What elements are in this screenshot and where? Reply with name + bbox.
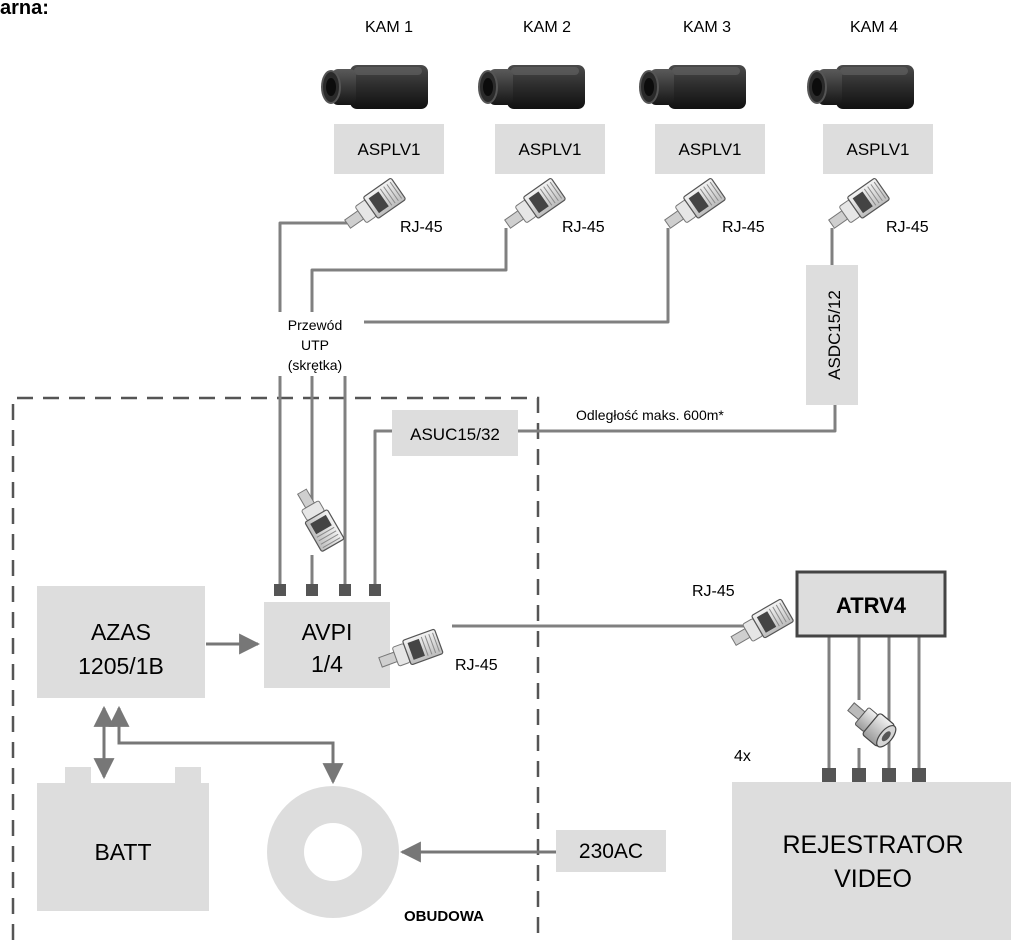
camera-group-2: KAM 2 ASPLV1 RJ-45 [478,19,605,236]
rj45-label-1: RJ-45 [400,219,443,236]
power-arrows [93,633,556,863]
recorder-line2: VIDEO [834,865,912,893]
asplv1-box-4 [823,124,933,174]
avpi-box [264,602,390,688]
cable-label-bg [268,312,364,376]
kam2-label: KAM 2 [523,19,571,36]
cable-asuc-avpi [373,429,392,588]
cable-kam4-long [518,405,837,433]
avpi-ports [274,584,381,596]
rj45-plug-4-icon [823,177,891,236]
batt-label: BATT [94,839,151,865]
asuc-box [392,410,518,456]
power-box [556,830,666,872]
avpi-line2: 1/4 [311,651,343,677]
asplv1-label-1: ASPLV1 [357,140,420,159]
camera-group-1: KAM 1 ASPLV1 RJ-45 [321,19,444,236]
wiring [278,221,921,772]
asplv1-label-3: ASPLV1 [678,140,741,159]
camera-4-icon [807,64,915,110]
rj45-plug-1-icon [339,177,407,236]
recorder-ports [822,768,926,782]
rj45-plug-2-icon [499,177,567,236]
rj45-plug-3-icon [659,177,727,236]
camera-group-4: KAM 4 ASPLV1 RJ-45 [807,19,933,236]
asdc-label: ASDC15/12 [825,290,844,380]
battery [37,767,209,911]
transformer-icon [267,786,399,918]
asplv1-box-1 [334,124,444,174]
cable-label-line1: Przewód [288,317,342,333]
atrv-box [795,570,947,638]
rj45-label-2: RJ-45 [562,219,605,236]
avpi-line1: AVPI [302,619,353,645]
cable-kam3 [343,228,670,588]
cable-kam1 [278,221,347,588]
kam1-label: KAM 1 [365,19,413,36]
azas-line2: 1205/1B [78,653,164,679]
rj45-label-3: RJ-45 [722,219,765,236]
azas-box [37,586,205,698]
cable-kam2 [310,228,508,505]
azas-line1: AZAS [91,619,151,645]
rj45-plug-enclosure-icon [290,484,345,553]
cable-label-line2: UTP [301,337,329,353]
asplv1-label-2: ASPLV1 [518,140,581,159]
camera-3-icon [639,64,747,110]
atrv-label: ATRV4 [836,593,907,618]
asuc-label: ASUC15/32 [410,425,500,444]
rj45-label-atrv: RJ-45 [692,583,735,600]
title-fragment: arna: [0,0,49,19]
enclosure-label: OBUDOWA [404,908,484,925]
enclosure-outline [11,396,540,940]
kam3-label: KAM 3 [683,19,731,36]
cable-label-line3: (skrętka) [288,357,342,373]
camera-group-3: KAM 3 ASPLV1 RJ-45 [639,19,765,236]
camera-1-icon [321,64,429,110]
distance-label: Odległość maks. 600m* [576,407,724,423]
arrow-azas-trafo [108,705,344,785]
power-label: 230AC [579,840,643,863]
kam4-label: KAM 4 [850,19,898,36]
asplv1-box-2 [495,124,605,174]
asplv1-label-4: ASPLV1 [846,140,909,159]
asdc-box [806,265,858,405]
rj45-label-4: RJ-45 [886,219,929,236]
recorder-box [732,782,1011,940]
bnc-connector-icon [841,695,901,752]
rj45-label-avpi: RJ-45 [455,657,498,674]
camera-2-icon [478,64,586,110]
recorder-line1: REJESTRATOR [782,831,963,859]
asplv1-box-3 [655,124,765,174]
bnc-count-label: 4x [734,748,751,765]
